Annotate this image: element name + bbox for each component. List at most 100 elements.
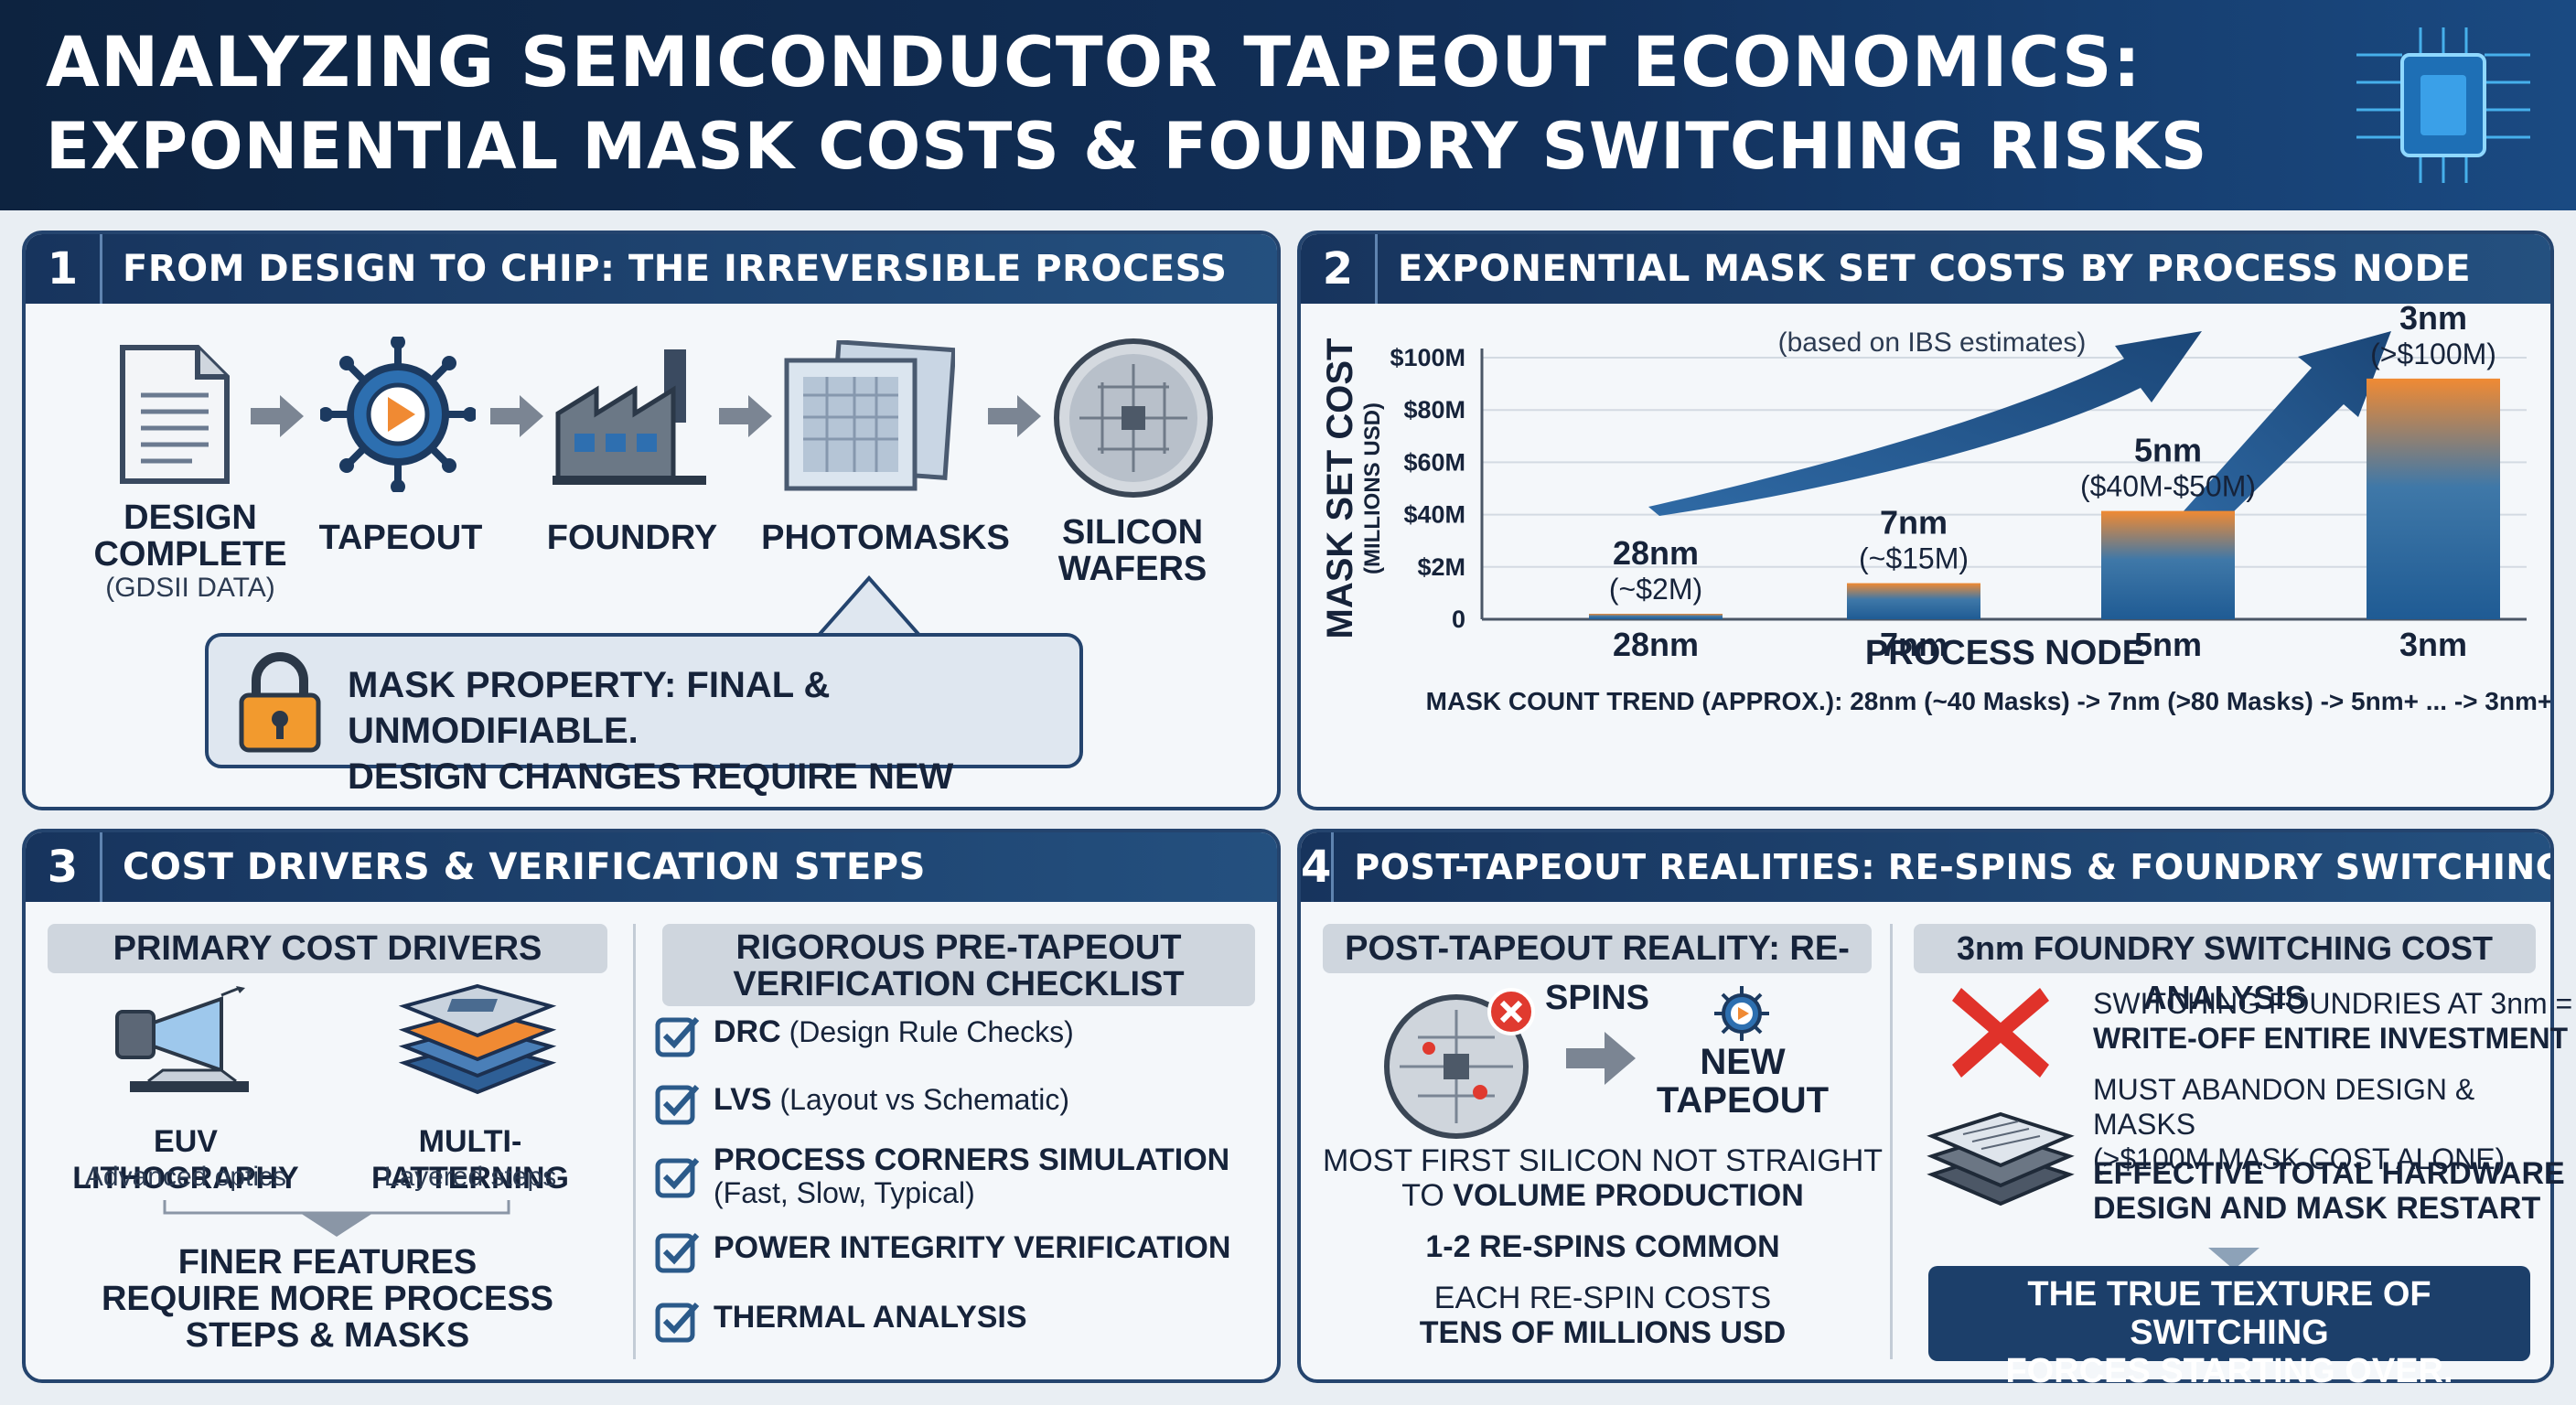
y-tick-label: $100M bbox=[1390, 344, 1465, 371]
respin-note: MOST FIRST SILICON NOT STRAIGHT TO VOLUM… bbox=[1322, 1143, 1884, 1213]
bar-3nm bbox=[2367, 378, 2500, 619]
step-tapeout-label: TAPEOUT bbox=[318, 519, 483, 557]
panel-design-to-chip: 1 FROM DESIGN TO CHIP: THE IRREVERSIBLE … bbox=[22, 231, 1281, 810]
flow-arrow-icon bbox=[988, 395, 1041, 437]
bar-28nm bbox=[1589, 614, 1723, 619]
factory-icon bbox=[553, 349, 706, 485]
euv-lithography-sub: Advanced optics bbox=[84, 1162, 287, 1192]
y-axis-title: MASK SET COST bbox=[1320, 338, 1360, 639]
bar-value-label: (~$15M) bbox=[1859, 542, 1969, 575]
flow-arrow-icon bbox=[490, 395, 543, 437]
panel-cost-drivers: 3 COST DRIVERS & VERIFICATION STEPS PRIM… bbox=[22, 829, 1281, 1383]
drivers-summary: FINER FEATURES REQUIRE MORE PROCESS STEP… bbox=[101, 1243, 554, 1355]
x-tick-label: 28nm bbox=[1613, 626, 1699, 663]
step-wafers-label: SILICON WAFERS bbox=[1057, 513, 1208, 588]
column-divider bbox=[1890, 924, 1893, 1359]
flow-arrow-icon bbox=[1566, 1032, 1636, 1085]
checklist-item-lvs: LVS (Layout vs Schematic) bbox=[655, 1083, 1069, 1125]
page-title-line2: EXPONENTIAL MASK COSTS & FOUNDRY SWITCHI… bbox=[46, 109, 2208, 184]
panel-2-number: 2 bbox=[1301, 234, 1378, 304]
y-tick-label: $2M bbox=[1417, 553, 1465, 581]
panel-3-number: 3 bbox=[26, 832, 102, 902]
switching-heading: 3nm FOUNDRY SWITCHING COST ANALYSIS bbox=[1914, 924, 2536, 1016]
panel-1-header: 1 FROM DESIGN TO CHIP: THE IRREVERSIBLE … bbox=[26, 234, 1277, 304]
bar-node-label: 3nm bbox=[2399, 304, 2467, 337]
checkbox-icon bbox=[655, 1158, 700, 1198]
red-x-icon bbox=[1952, 988, 2049, 1078]
photomask-icon bbox=[784, 340, 955, 491]
panel-2-title: EXPONENTIAL MASK SET COSTS BY PROCESS NO… bbox=[1398, 248, 2472, 290]
checkbox-icon bbox=[655, 1085, 700, 1125]
bar-node-label: 7nm bbox=[1880, 504, 1948, 542]
bar-7nm bbox=[1847, 583, 1980, 619]
panel-4-title: POST-TAPEOUT REALITIES: RE-SPINS & FOUND… bbox=[1354, 847, 2554, 887]
callout-pointer bbox=[814, 574, 924, 640]
bar-5nm bbox=[2101, 510, 2235, 619]
new-tapeout-label: NEW TAPEOUT bbox=[1656, 1042, 1830, 1121]
y-tick-label: $40M bbox=[1403, 501, 1465, 529]
panel-1-title: FROM DESIGN TO CHIP: THE IRREVERSIBLE PR… bbox=[123, 248, 1228, 290]
switching-restart: EFFECTIVE TOTAL HARDWARE DESIGN AND MASK… bbox=[2093, 1156, 2565, 1226]
checklist-item-thermal: THERMAL ANALYSIS bbox=[655, 1301, 1027, 1343]
y-tick-label: 0 bbox=[1452, 606, 1465, 633]
lock-icon bbox=[239, 652, 321, 753]
panel-3-header: 3 COST DRIVERS & VERIFICATION STEPS bbox=[26, 832, 1277, 902]
bar-node-label: 28nm bbox=[1613, 534, 1699, 572]
bar-value-label: (~$2M) bbox=[1609, 573, 1702, 606]
panel-3-title: COST DRIVERS & VERIFICATION STEPS bbox=[123, 846, 926, 888]
flow-arrow-icon bbox=[251, 395, 304, 437]
respin-heading: POST-TAPEOUT REALITY: RE-SPINS bbox=[1323, 924, 1872, 1017]
checkbox-icon bbox=[655, 1233, 700, 1273]
checklist-item-power-integrity: POWER INTEGRITY VERIFICATION bbox=[655, 1231, 1230, 1273]
checklist-item-process-corners: PROCESS CORNERS SIMULATION(Fast, Slow, T… bbox=[655, 1143, 1229, 1209]
x-tick-label: 5nm bbox=[2134, 626, 2202, 663]
respin-cost: EACH RE-SPIN COSTS TENS OF MILLIONS USD bbox=[1419, 1281, 1787, 1350]
panel-1-number: 1 bbox=[26, 234, 102, 304]
merge-bracket-icon bbox=[163, 1200, 510, 1237]
bar-node-label: 5nm bbox=[2134, 432, 2202, 469]
layers-icon bbox=[398, 983, 557, 1095]
y-tick-label: $60M bbox=[1403, 448, 1465, 476]
panel-4-header: 4 POST-TAPEOUT REALITIES: RE-SPINS & FOU… bbox=[1301, 832, 2550, 902]
switching-banner: THE TRUE TEXTURE OF SWITCHING FORCES STA… bbox=[1928, 1266, 2530, 1390]
page-title-line1: ANALYZING SEMICONDUCTOR TAPEOUT ECONOMIC… bbox=[46, 21, 2141, 102]
checklist-item-drc: DRC (Design Rule Checks) bbox=[655, 1015, 1074, 1057]
respin-common: 1-2 RE-SPINS COMMON bbox=[1425, 1229, 1780, 1264]
stacked-masks-icon bbox=[1927, 1111, 2075, 1207]
callout-text: MASK PROPERTY: FINAL & UNMODIFIABLE. DES… bbox=[348, 665, 954, 807]
euv-lithography-label: EUV LITHOGRAPHY bbox=[72, 1124, 299, 1196]
y-tick-label: $80M bbox=[1403, 396, 1465, 424]
tapeout-gear-icon bbox=[320, 337, 476, 492]
chart-subtitle: (based on IBS estimates) bbox=[1778, 327, 2087, 358]
euv-projector-icon bbox=[115, 986, 249, 1092]
panel-mask-costs: 2 EXPONENTIAL MASK SET COSTS BY PROCESS … bbox=[1297, 231, 2554, 810]
switching-abandon: MUST ABANDON DESIGN & MASKS (>$100M MASK… bbox=[2093, 1073, 2506, 1175]
cost-drivers-heading: PRIMARY COST DRIVERS bbox=[48, 924, 607, 973]
panel-2-header: 2 EXPONENTIAL MASK SET COSTS BY PROCESS … bbox=[1301, 234, 2550, 304]
banner-pointer bbox=[2208, 1248, 2259, 1270]
multi-patterning-label: MULTI-PATTERNING bbox=[371, 1124, 569, 1196]
flow-arrow-icon bbox=[719, 395, 772, 437]
x-axis-title: PROCESS NODE bbox=[1865, 634, 2145, 672]
page-header: ANALYZING SEMICONDUCTOR TAPEOUT ECONOMIC… bbox=[0, 0, 2576, 210]
mask-count-trend: MASK COUNT TREND (APPROX.): 28nm (~40 Ma… bbox=[1426, 687, 2550, 715]
checkbox-icon bbox=[655, 1017, 700, 1057]
x-tick-label: 7nm bbox=[1880, 626, 1948, 663]
failed-wafer-icon bbox=[1384, 988, 1535, 1139]
trend-arrows bbox=[1648, 331, 2391, 549]
document-icon bbox=[120, 345, 230, 484]
checklist-heading: RIGOROUS PRE-TAPEOUT VERIFICATION CHECKL… bbox=[662, 924, 1255, 1006]
mask-cost-bar-chart: 0$2M$40M$60M$80M$100M28nm(~$2M)28nm7nm(~… bbox=[1320, 304, 2550, 715]
switching-writeoff: SWITCHING FOUNDRIES AT 3nm = WRITE-OFF E… bbox=[2093, 987, 2573, 1055]
step-design-sub: (GDSII DATA) bbox=[105, 573, 275, 603]
wafer-icon bbox=[1054, 338, 1213, 498]
multi-patterning-sub: Layered steps bbox=[383, 1162, 557, 1192]
step-photomasks-label: PHOTOMASKS bbox=[761, 519, 1010, 557]
bar-value-label: ($40M-$50M) bbox=[2080, 470, 2256, 503]
panel-4-number: 4 bbox=[1301, 832, 1335, 902]
step-design-label: DESIGN COMPLETE bbox=[93, 499, 287, 574]
step-foundry-label: FOUNDRY bbox=[546, 519, 718, 557]
column-divider bbox=[633, 924, 636, 1359]
x-tick-label: 3nm bbox=[2399, 626, 2467, 663]
checkbox-icon bbox=[655, 1303, 700, 1343]
